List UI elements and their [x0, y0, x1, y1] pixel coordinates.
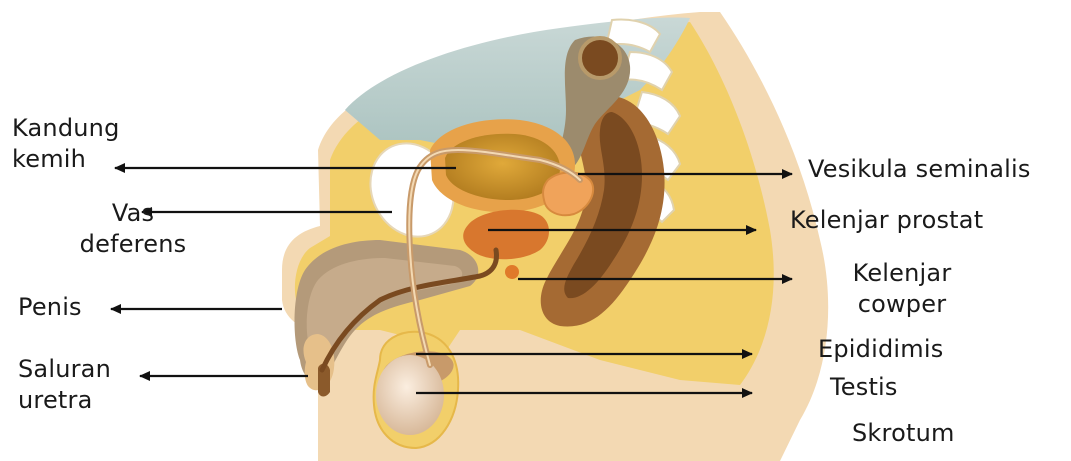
label-saluran-uretra-line1: Saluran: [18, 354, 111, 385]
label-epididimis: Epididimis: [818, 334, 943, 365]
label-vas-deferens-line2: deferens: [68, 229, 198, 260]
testis: [376, 355, 444, 435]
label-kandung-kemih: Kandung kemih: [12, 113, 120, 175]
label-epididimis-text: Epididimis: [818, 334, 943, 365]
label-vas-deferens-line1: Vas: [68, 198, 198, 229]
label-testis: Testis: [830, 372, 898, 403]
label-saluran-uretra-line2: uretra: [18, 385, 111, 416]
label-penis-text: Penis: [18, 292, 82, 323]
label-kandung-kemih-line1: Kandung: [12, 113, 120, 144]
label-kelenjar-prostat: Kelenjar prostat: [790, 205, 983, 236]
label-saluran-uretra: Saluran uretra: [18, 354, 111, 416]
label-vesikula-seminalis: Vesikula seminalis: [808, 154, 1031, 185]
label-kelenjar-cowper-line2: cowper: [832, 289, 972, 320]
label-penis: Penis: [18, 292, 82, 323]
colon-lumen: [580, 38, 620, 78]
label-skrotum-text: Skrotum: [852, 418, 955, 449]
label-kandung-kemih-line2: kemih: [12, 144, 120, 175]
label-kelenjar-cowper: Kelenjar cowper: [832, 258, 972, 320]
cowper-gland: [505, 265, 519, 279]
label-kelenjar-cowper-line1: Kelenjar: [832, 258, 972, 289]
label-skrotum: Skrotum: [852, 418, 955, 449]
label-kelenjar-prostat-text: Kelenjar prostat: [790, 205, 983, 236]
label-vas-deferens: Vas deferens: [68, 198, 198, 260]
label-testis-text: Testis: [830, 372, 898, 403]
label-vesikula-seminalis-text: Vesikula seminalis: [808, 154, 1031, 185]
